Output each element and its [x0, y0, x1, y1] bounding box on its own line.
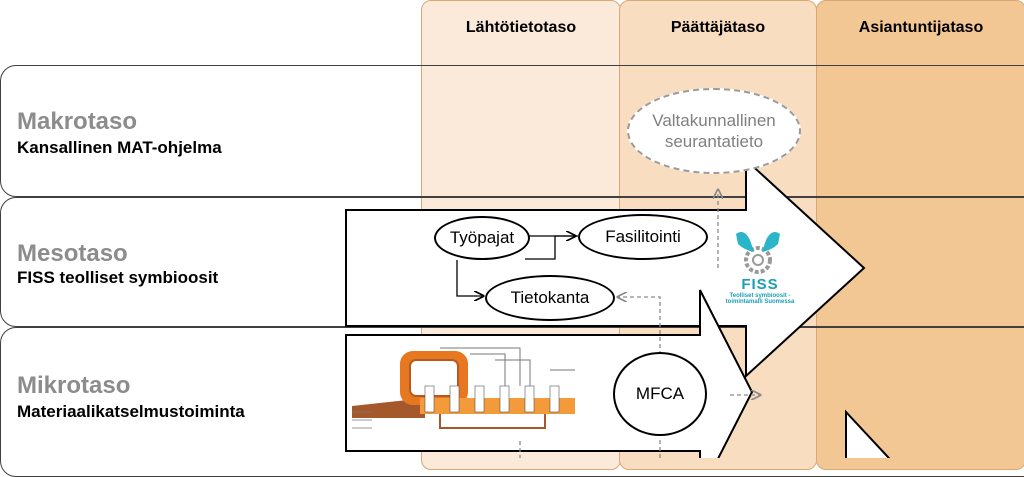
fiss-logo: FISS Teolliset symbioosit - toimintamall… [720, 276, 800, 305]
tietokanta-node: Tietokanta [485, 275, 615, 321]
column-header: Asiantuntijataso [858, 19, 984, 36]
level-title: Makrotaso [17, 108, 138, 135]
fasilitointi-label: Fasilitointi [605, 227, 681, 246]
mfca-label: MFCA [635, 384, 685, 403]
column-asiantuntijataso: Asiantuntijataso [816, 0, 1024, 470]
national-line2: seurantatieto [664, 132, 764, 151]
fiss-logo-tagline1: Teolliset symbioosit - [729, 293, 791, 299]
level-subtitle: FISS teolliset symbioosit [17, 268, 219, 287]
fiss-logo-tagline2: toimintamalli Suomessa [725, 299, 795, 305]
mfca-node: MFCA [613, 352, 707, 436]
level-title: Mikrotaso [17, 372, 131, 399]
national-line1: Valtakunnallinen [652, 111, 776, 130]
tyopajat-label: Työpajat [449, 228, 515, 247]
level-subtitle: Kansallinen MAT-ohjelma [17, 138, 222, 157]
expert-arrow-tip [845, 409, 891, 458]
level-subtitle: Materiaalikatselmustoiminta [17, 402, 245, 421]
level-title: Mesotaso [17, 240, 128, 267]
row-makrotaso: Makrotaso Kansallinen MAT-ohjelma [0, 65, 1024, 197]
connector-tyopajat-tietokanta [456, 260, 483, 296]
tietokanta-label: Tietokanta [510, 288, 590, 307]
tyopajat-node: Työpajat [434, 216, 530, 260]
column-header: Lähtötietotaso [465, 19, 577, 36]
column-header: Päättäjätaso [670, 19, 766, 36]
fiss-logo-graphic [720, 222, 800, 322]
process-flow-diagram [352, 345, 584, 441]
fiss-logo-name: FISS [741, 276, 779, 293]
fasilitointi-node: Fasilitointi [578, 214, 708, 260]
national-monitoring-node: Valtakunnallinen seurantatieto [627, 88, 801, 174]
